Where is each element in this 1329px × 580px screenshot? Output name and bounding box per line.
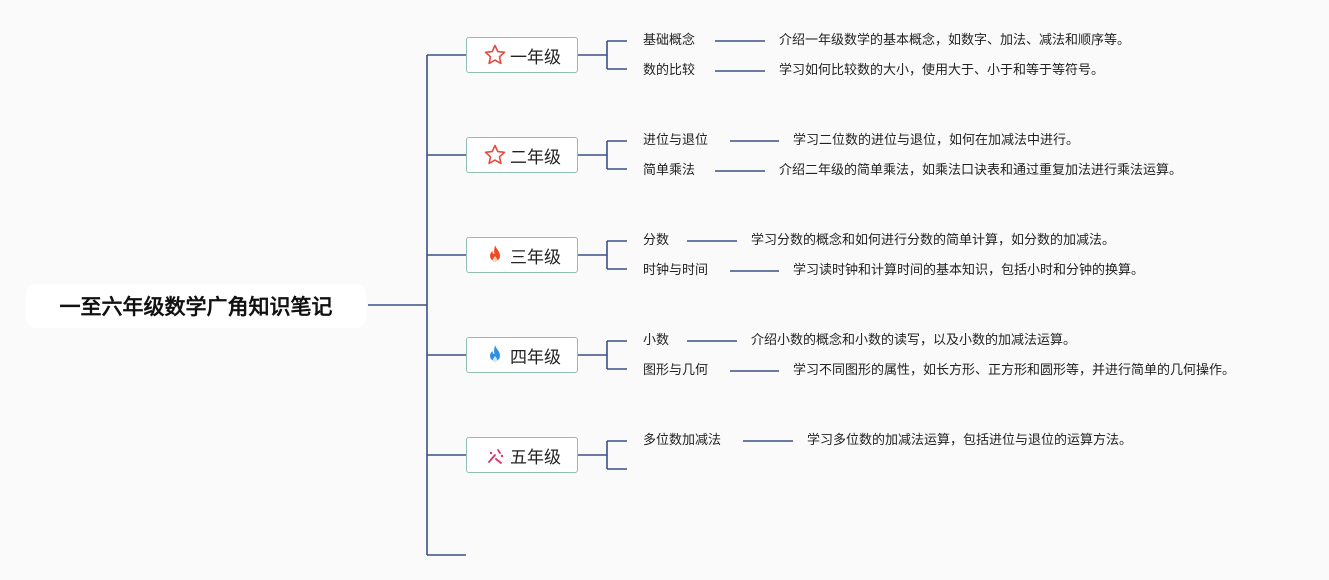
- topic-label: 分数: [643, 233, 670, 248]
- grade-label: 五年级: [510, 447, 561, 468]
- topic-desc: 学习多位数的加减法运算，包括进位与退位的运算方法。: [807, 433, 1133, 448]
- topic-label: 多位数加减法: [643, 433, 722, 448]
- grade-node-2[interactable]: 二年级: [466, 137, 578, 173]
- fire-icon: [483, 243, 507, 267]
- topic-label: 基础概念: [643, 33, 696, 48]
- topic-label: 简单乘法: [643, 163, 696, 178]
- blue-fire-icon: [483, 343, 507, 367]
- topic-label: 时钟与时间: [643, 263, 709, 278]
- root-title: 一至六年级数学广角知识笔记: [59, 295, 333, 319]
- star-icon: [483, 143, 507, 167]
- topic-label: 图形与几何: [643, 363, 709, 378]
- topic-desc: 学习分数的概念和如何进行分数的简单计算，如分数的加减法。: [751, 233, 1116, 248]
- topic-desc: 学习如何比较数的大小，使用大于、小于和等于等符号。: [779, 63, 1105, 78]
- star-icon: [483, 43, 507, 67]
- topic-desc: 介绍小数的概念和小数的读写，以及小数的加减法运算。: [751, 333, 1077, 348]
- grade-label: 三年级: [510, 247, 561, 268]
- grade-node-4[interactable]: 四年级: [466, 337, 578, 373]
- grade-node-5[interactable]: 五年级: [466, 437, 578, 473]
- topic-label: 数的比较: [643, 63, 696, 78]
- sparkle-icon: [483, 443, 507, 467]
- topic-label: 进位与退位: [643, 133, 709, 148]
- topic-desc: 学习不同图形的属性，如长方形、正方形和圆形等，并进行简单的几何操作。: [793, 363, 1236, 378]
- topic-label: 小数: [643, 333, 670, 348]
- root-node[interactable]: 一至六年级数学广角知识笔记: [26, 284, 366, 328]
- grade-label: 一年级: [510, 47, 561, 68]
- grade-label: 二年级: [510, 147, 561, 168]
- topic-desc: 介绍二年级的简单乘法，如乘法口诀表和通过重复加法进行乘法运算。: [779, 163, 1183, 178]
- grade-node-3[interactable]: 三年级: [466, 237, 578, 273]
- topic-desc: 介绍一年级数学的基本概念，如数字、加法、减法和顺序等。: [779, 33, 1131, 48]
- grade-node-1[interactable]: 一年级: [466, 37, 578, 73]
- topic-desc: 学习读时钟和计算时间的基本知识，包括小时和分钟的换算。: [793, 263, 1145, 278]
- topic-desc: 学习二位数的进位与退位，如何在加减法中进行。: [793, 133, 1080, 148]
- grade-label: 四年级: [510, 347, 561, 368]
